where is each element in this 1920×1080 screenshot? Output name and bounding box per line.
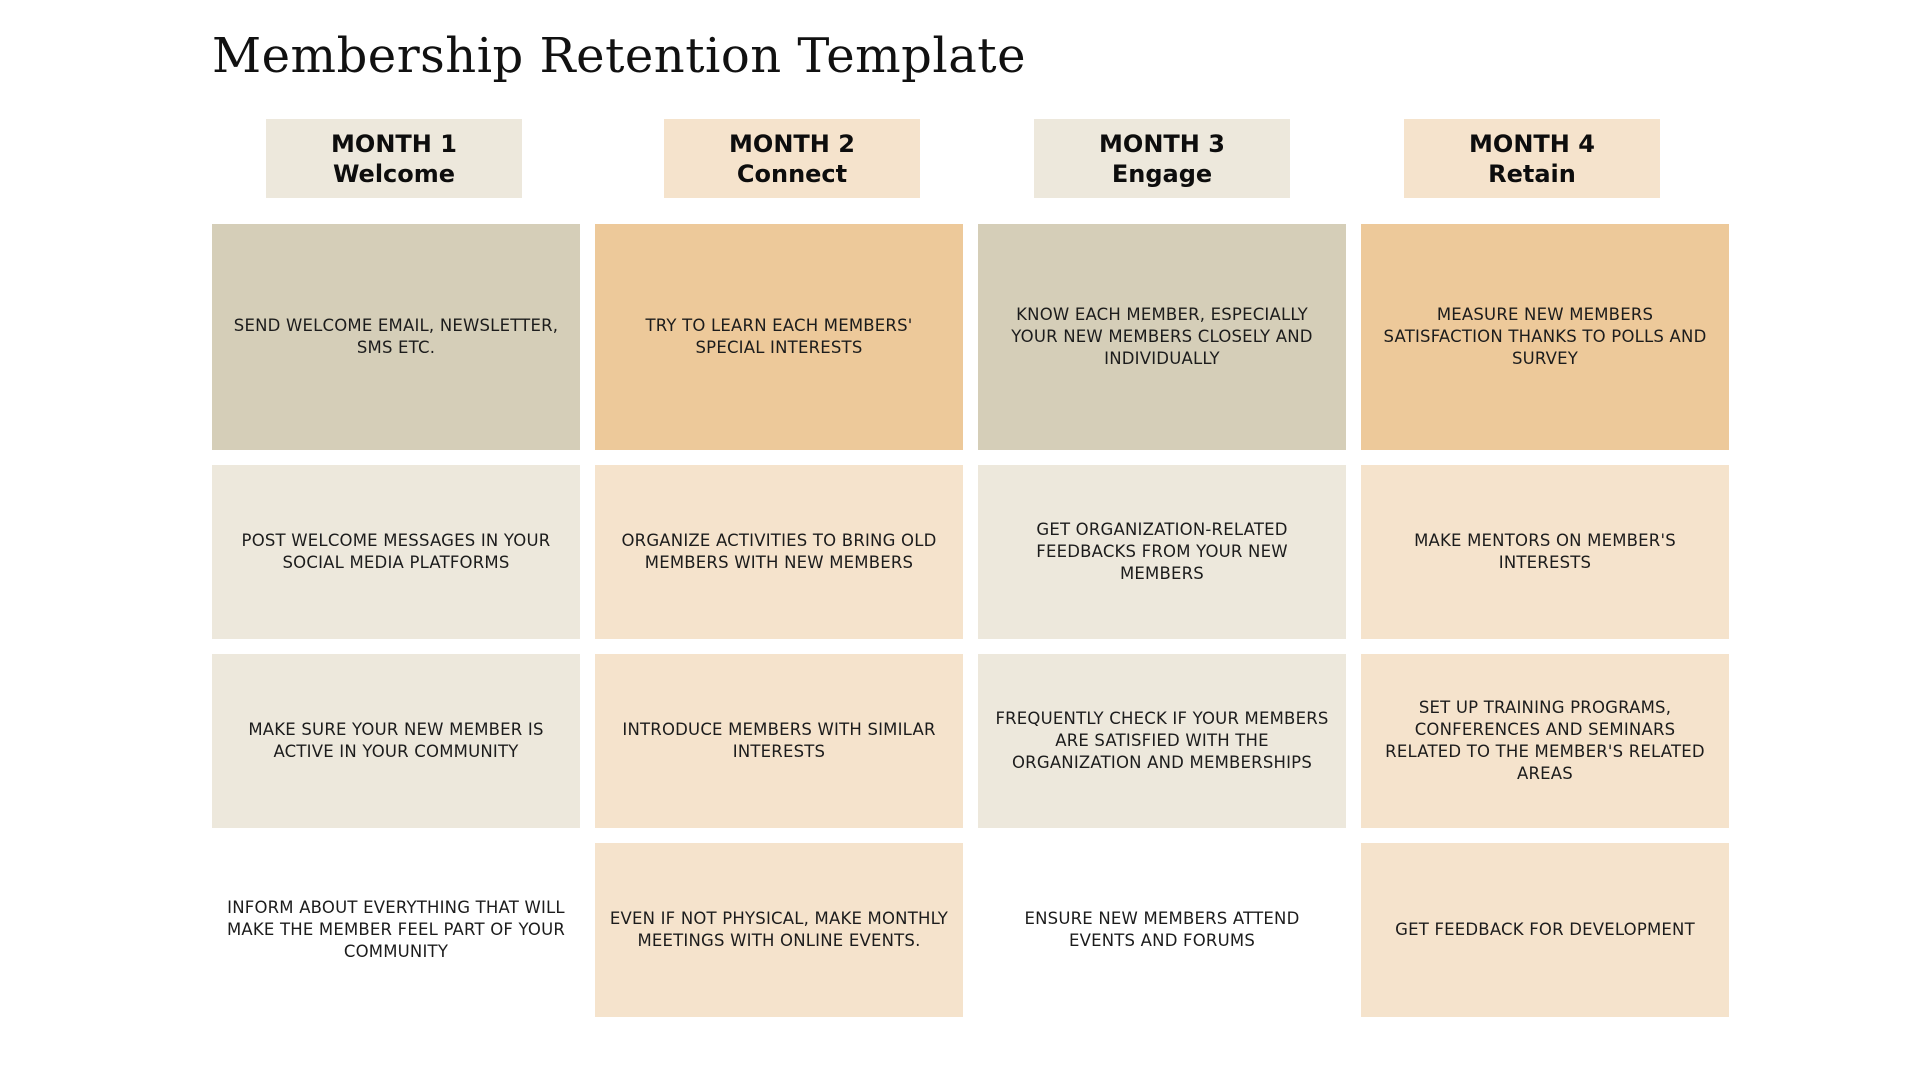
- page-title: Membership Retention Template: [212, 28, 1026, 84]
- task-card: ENSURE NEW MEMBERS ATTEND EVENTS AND FOR…: [978, 843, 1346, 1017]
- month-2-label: MONTH 2: [729, 129, 855, 158]
- task-card: ORGANIZE ACTIVITIES TO BRING OLD MEMBERS…: [595, 465, 963, 639]
- month-4-header: MONTH 4 Retain: [1404, 119, 1660, 198]
- month-4-label: MONTH 4: [1469, 129, 1595, 158]
- task-card: GET FEEDBACK FOR DEVELOPMENT: [1361, 843, 1729, 1017]
- task-card: INTRODUCE MEMBERS WITH SIMILAR INTERESTS: [595, 654, 963, 828]
- month-2-header: MONTH 2 Connect: [664, 119, 920, 198]
- task-card: KNOW EACH MEMBER, ESPECIALLY YOUR NEW ME…: [978, 224, 1346, 450]
- task-card: MAKE SURE YOUR NEW MEMBER IS ACTIVE IN Y…: [212, 654, 580, 828]
- task-card: SEND WELCOME EMAIL, NEWSLETTER, SMS ETC.: [212, 224, 580, 450]
- month-3-header: MONTH 3 Engage: [1034, 119, 1290, 198]
- task-card: EVEN IF NOT PHYSICAL, MAKE MONTHLY MEETI…: [595, 843, 963, 1017]
- task-card: TRY TO LEARN EACH MEMBERS' SPECIAL INTER…: [595, 224, 963, 450]
- task-card: GET ORGANIZATION-RELATED FEEDBACKS FROM …: [978, 465, 1346, 639]
- month-4-theme: Retain: [1488, 159, 1576, 188]
- month-1-theme: Welcome: [332, 159, 456, 188]
- task-card: POST WELCOME MESSAGES IN YOUR SOCIAL MED…: [212, 465, 580, 639]
- month-2-theme: Connect: [736, 159, 848, 188]
- month-1-label: MONTH 1: [331, 129, 457, 158]
- task-card: MEASURE NEW MEMBERS SATISFACTION THANKS …: [1361, 224, 1729, 450]
- task-card: SET UP TRAINING PROGRAMS, CONFERENCES AN…: [1361, 654, 1729, 828]
- task-card: INFORM ABOUT EVERYTHING THAT WILL MAKE T…: [212, 843, 580, 1017]
- month-1-header: MONTH 1 Welcome: [266, 119, 522, 198]
- month-3-label: MONTH 3: [1099, 129, 1225, 158]
- task-card: FREQUENTLY CHECK IF YOUR MEMBERS ARE SAT…: [978, 654, 1346, 828]
- task-card: MAKE MENTORS ON MEMBER'S INTERESTS: [1361, 465, 1729, 639]
- month-3-theme: Engage: [1111, 159, 1213, 188]
